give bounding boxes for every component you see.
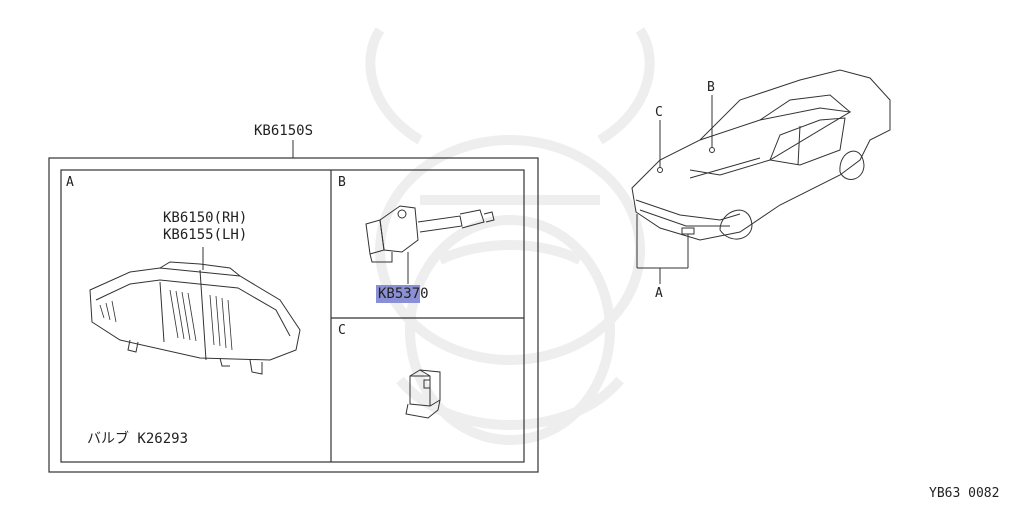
assembly-part-number: KB6150S xyxy=(254,123,314,139)
switch-part-number-highlight: KB537 xyxy=(376,285,421,303)
fog-lamp-lh-part-number: KB6155(LH) xyxy=(163,227,248,243)
panel-b-letter: B xyxy=(338,175,346,190)
watermark-logo xyxy=(365,27,655,445)
panel-frame xyxy=(60,169,525,463)
switch-part-number[interactable]: KB5370 xyxy=(376,285,429,303)
car-callout-a: A xyxy=(655,286,663,301)
switch-drawing xyxy=(365,205,495,284)
bulb-part-label: バルブ K26293 xyxy=(87,431,189,447)
switch-part-number-tail: 0 xyxy=(420,286,429,302)
diagram-code: YB63 0082 xyxy=(929,486,1000,501)
car-callout-b: B xyxy=(707,80,715,95)
fog-lamp-rh-part-number: KB6150(RH) xyxy=(163,210,248,226)
fog-lamp-drawing xyxy=(89,247,301,375)
car-callout-c: C xyxy=(655,105,663,120)
car-drawing xyxy=(631,69,891,284)
relay-drawing xyxy=(405,369,441,419)
assembly-frame xyxy=(48,157,539,473)
panel-c-letter: C xyxy=(338,323,346,338)
panel-a-letter: A xyxy=(66,175,74,190)
